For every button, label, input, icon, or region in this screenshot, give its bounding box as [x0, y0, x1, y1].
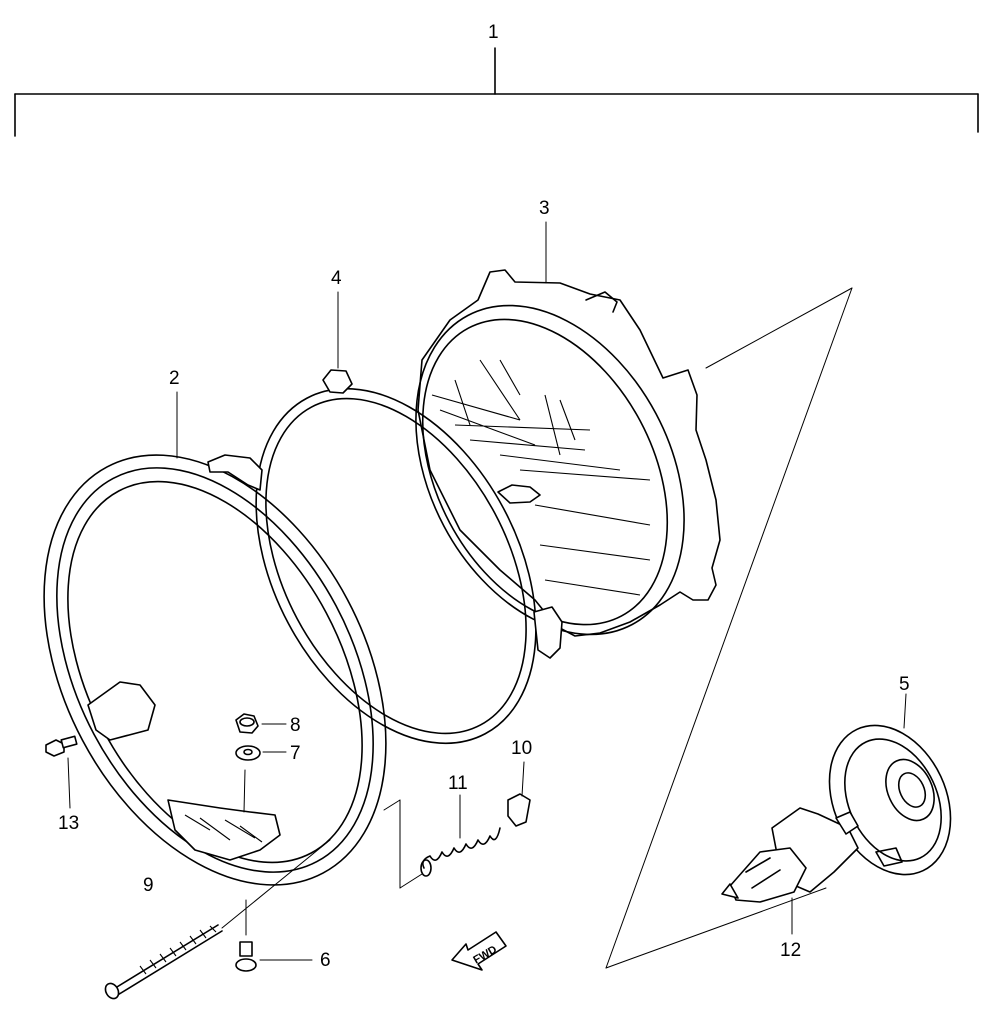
screw-13	[45, 735, 78, 809]
forward-arrow-icon: FWD	[451, 931, 507, 971]
reference-triangle	[605, 287, 853, 969]
callout-13: 13	[58, 813, 79, 834]
nut-8	[235, 713, 287, 734]
callout-12: 12	[780, 940, 801, 961]
callout-9: 9	[143, 875, 154, 896]
callout-1: 1	[488, 22, 499, 43]
callout-5: 5	[899, 674, 910, 695]
headlamp-bulb	[721, 807, 859, 935]
callout-3: 3	[539, 198, 550, 219]
callout-6: 6	[320, 950, 331, 971]
headlamp-rim	[255, 369, 563, 745]
headlamp-unit	[415, 269, 721, 637]
clip-10	[507, 761, 531, 827]
spring-11	[383, 794, 501, 889]
callout-4: 4	[331, 268, 342, 289]
adjusting-screw	[104, 839, 331, 1000]
washer-7	[235, 745, 287, 761]
callout-7: 7	[290, 743, 301, 764]
bulb-socket	[828, 693, 952, 876]
callout-leaders	[176, 221, 547, 459]
assembly-bracket	[14, 47, 979, 137]
headlamp-case	[43, 454, 387, 886]
screw-6	[235, 899, 313, 972]
callout-11: 11	[448, 773, 468, 794]
callout-8: 8	[290, 715, 301, 736]
callout-2: 2	[169, 368, 180, 389]
callout-10: 10	[511, 738, 532, 759]
